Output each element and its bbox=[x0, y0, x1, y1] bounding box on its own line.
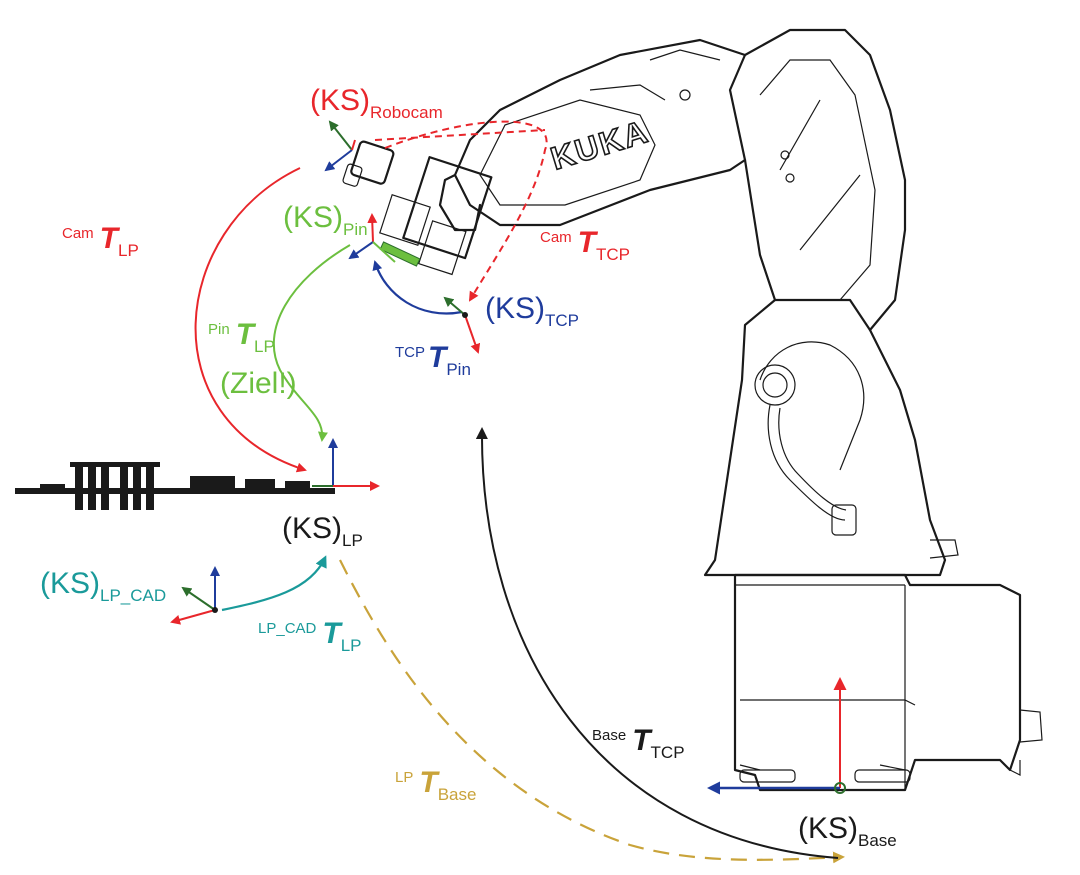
label-ziel-note: (Ziel!) bbox=[220, 367, 297, 400]
arrow-lpcad-to-lp bbox=[221, 555, 327, 612]
kuka-logo: KUKA bbox=[547, 113, 654, 177]
circuit-board-lp bbox=[15, 462, 335, 510]
frame-tcp-axes bbox=[443, 296, 481, 354]
label-ks-base: (KS)Base bbox=[798, 812, 897, 850]
frame-pin-axes bbox=[348, 213, 396, 263]
arrow-lp-to-base bbox=[339, 559, 845, 864]
label-ks-robocam: (KS)Robocam bbox=[310, 84, 443, 122]
frame-lp-axes bbox=[312, 438, 380, 491]
frame-robocam-axes bbox=[324, 120, 356, 172]
kuka-robot-drawing bbox=[438, 28, 1043, 792]
label-ks-pin: (KS)Pin bbox=[283, 201, 368, 239]
frame-base-axes bbox=[707, 677, 847, 795]
gripper-tool bbox=[342, 140, 493, 276]
arrow-cam-to-lp bbox=[194, 167, 307, 473]
frame-lpcad-axes bbox=[170, 566, 220, 625]
robot-column bbox=[703, 298, 947, 577]
label-ks-tcp: (KS)TCP bbox=[485, 292, 579, 330]
arrow-base-to-tcp bbox=[475, 427, 839, 859]
label-ks-lp: (KS)LP bbox=[282, 512, 363, 550]
robot-upper-arm bbox=[728, 28, 907, 332]
arrow-tcp-to-pin bbox=[372, 260, 463, 315]
arrow-pin-to-lp bbox=[272, 244, 351, 442]
label-ks-lpcad: (KS)LP_CAD bbox=[40, 567, 166, 605]
arrow-cam-to-tcp bbox=[384, 120, 548, 302]
robot-base-housing bbox=[733, 573, 1022, 792]
